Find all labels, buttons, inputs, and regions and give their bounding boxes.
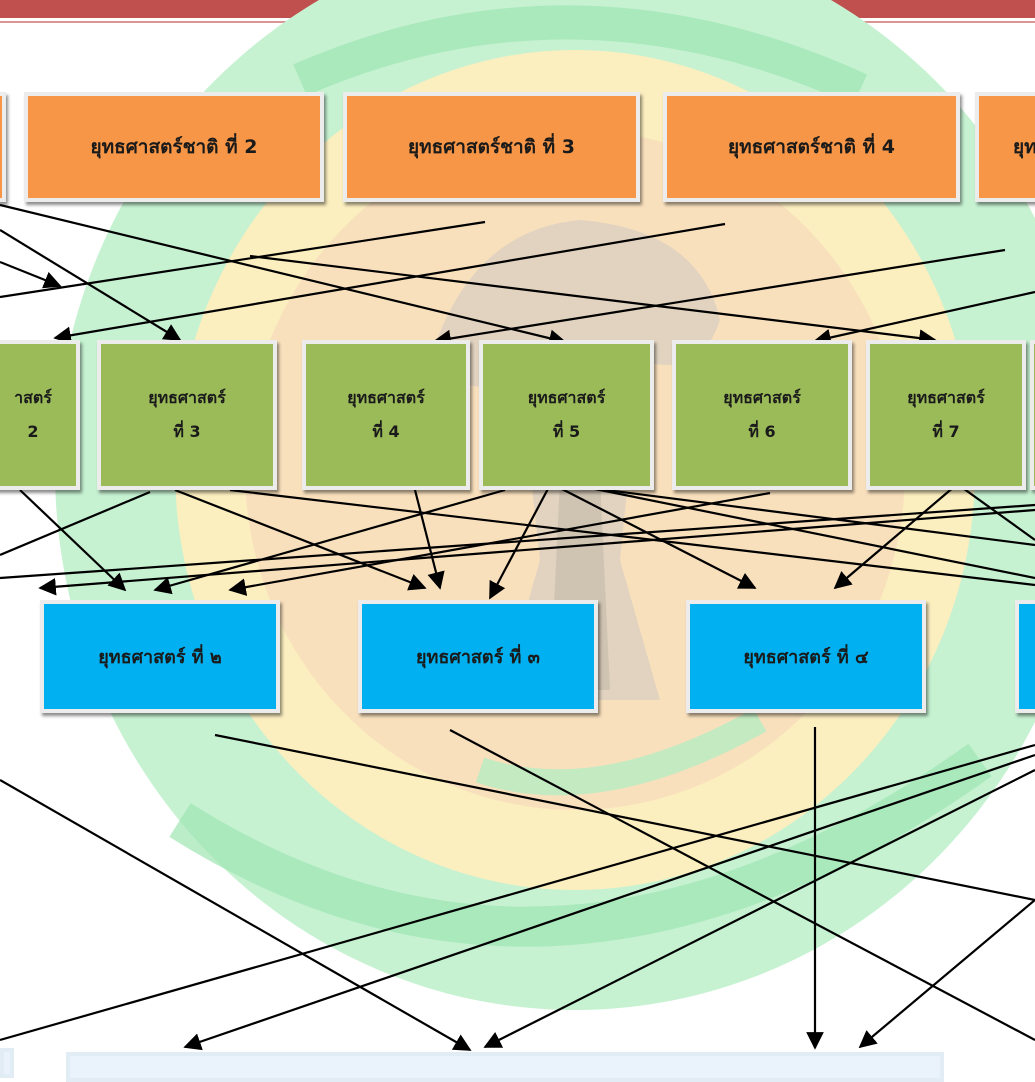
national-strategy-4: ยุทธศาสตร์ชาติ ที่ 4 bbox=[663, 92, 960, 202]
strategy-2: าสตร์2 bbox=[0, 340, 80, 490]
local-strategy-3: ยุทธศาสตร์ ที่ ๓ bbox=[358, 600, 598, 713]
national-strategy-2: ยุทธศาสตร์ชาติ ที่ 2 bbox=[24, 92, 324, 202]
local-strategy-5 bbox=[1015, 600, 1035, 713]
national-strategy-3: ยุทธศาสตร์ชาติ ที่ 3 bbox=[343, 92, 640, 202]
national-strategy-1 bbox=[0, 92, 6, 202]
strategy-8 bbox=[1030, 340, 1035, 490]
strategy-3: ยุทธศาสตร์ที่ 3 bbox=[97, 340, 277, 490]
national-strategy-5: ยุท bbox=[975, 92, 1035, 202]
strategy-4: ยุทธศาสตร์ที่ 4 bbox=[302, 340, 470, 490]
local-strategy-2: ยุทธศาสตร์ ที่ ๒ bbox=[40, 600, 280, 713]
strategy-7: ยุทธศาสตร์ที่ 7 bbox=[866, 340, 1026, 490]
strategy-5: ยุทธศาสตร์ที่ 5 bbox=[479, 340, 654, 490]
bottom-box-main bbox=[66, 1052, 944, 1082]
strategy-6: ยุทธศาสตร์ที่ 6 bbox=[672, 340, 852, 490]
local-strategy-4: ยุทธศาสตร์ ที่ ๔ bbox=[686, 600, 926, 713]
bottom-box-left bbox=[0, 1048, 14, 1078]
